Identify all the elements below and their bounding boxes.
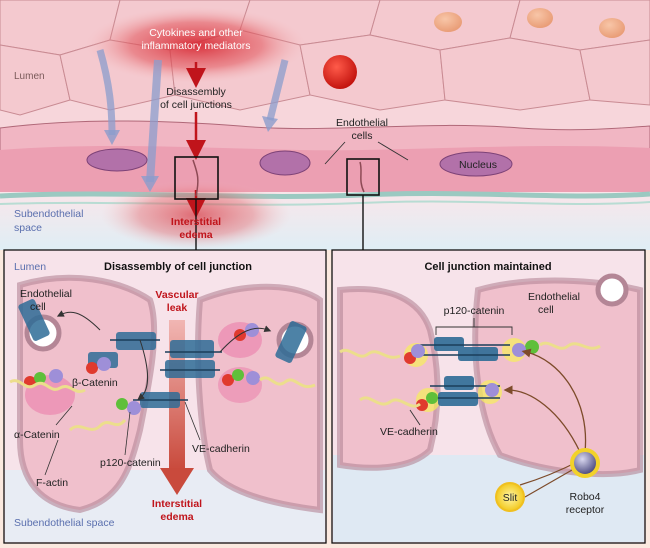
red-blood-cell: [323, 55, 357, 89]
inflammation-glow: [86, 7, 306, 83]
left-lumen-label: Lumen: [14, 261, 46, 273]
disassembly-label: Disassembly: [166, 86, 226, 98]
blood-cell: [599, 18, 625, 38]
interstitial-edema-label: Interstitial: [171, 216, 221, 228]
robo-signal-arrow: [521, 348, 587, 453]
slit-label: Slit: [503, 492, 518, 504]
nucleus-label: Nucleus: [459, 159, 497, 171]
left-panel: Disassembly of cell junction Lumen Suben…: [3, 249, 327, 544]
top-scene: Lumen Subendothelial space Cytokines and…: [0, 0, 650, 250]
robo4-receptor: [570, 448, 600, 478]
endothelial-cells-label-2: cells: [351, 130, 372, 142]
blue-arrow: [146, 59, 162, 183]
vascular-leak-label: Vascular: [155, 289, 198, 301]
blood-cell: [434, 12, 462, 32]
cytokines-label: Cytokines and other: [149, 27, 243, 39]
interstitial-edema-label-2: edema: [179, 229, 212, 241]
subendothelial-label: Subendothelial: [14, 208, 83, 220]
left-edema-label-2: edema: [160, 511, 193, 523]
blue-arrow: [266, 59, 289, 121]
slit-to-robo-line: [524, 469, 573, 498]
f-actin-filament: [359, 396, 421, 408]
p120-label: p120-catenin: [100, 457, 161, 469]
nucleus: [439, 151, 513, 177]
left-ve-cadherin-label: VE-cadherin: [192, 443, 250, 455]
left-edema-label: Interstitial: [152, 498, 202, 510]
disassembly-label-2: of cell junctions: [160, 99, 232, 111]
f-actin-filament: [539, 341, 601, 350]
f-actin-filament: [259, 376, 316, 389]
f-actin-label: F-actin: [36, 477, 68, 489]
robo-signal-arrow: [503, 385, 581, 453]
left-endothelial-label: Endothelial: [20, 288, 72, 300]
cytokines-label-2: inflammatory mediators: [141, 40, 250, 52]
beta-catenin-label: β-Catenin: [72, 377, 118, 389]
robo4-label: Robo4: [570, 491, 601, 503]
right-panel-title: Cell junction maintained: [424, 261, 551, 273]
endothelial-cells-label: Endothelial: [336, 117, 388, 129]
left-panel-title: Disassembly of cell junction: [104, 261, 252, 273]
nucleus: [259, 150, 311, 176]
endocytic-vesicle: [595, 273, 629, 307]
left-endothelial-label-2: cell: [30, 301, 46, 313]
nucleus: [86, 148, 148, 172]
vascular-leak-label-2: leak: [167, 302, 188, 314]
slit-ligand: [495, 482, 525, 512]
lumen-label: Lumen: [14, 71, 45, 82]
f-actin-filament: [339, 348, 401, 359]
left-subendothelial-label: Subendothelial space: [14, 517, 115, 529]
right-panel: Cell junction maintained Endothelial cel…: [331, 249, 646, 544]
blue-arrow: [96, 49, 116, 136]
right-ve-cadherin-label: VE-cadherin: [380, 426, 438, 438]
right-p120-label: p120-catenin: [444, 305, 505, 317]
alpha-catenin-label: α-Catenin: [14, 429, 60, 441]
f-actin-filament: [68, 418, 127, 432]
f-actin-filament: [9, 379, 86, 393]
subendothelial-label-2: space: [14, 222, 42, 234]
right-endothelial-label-2: cell: [538, 304, 554, 316]
blood-cell: [527, 8, 553, 28]
robo4-label-2: receptor: [566, 504, 605, 516]
right-endothelial-label: Endothelial: [528, 291, 580, 303]
